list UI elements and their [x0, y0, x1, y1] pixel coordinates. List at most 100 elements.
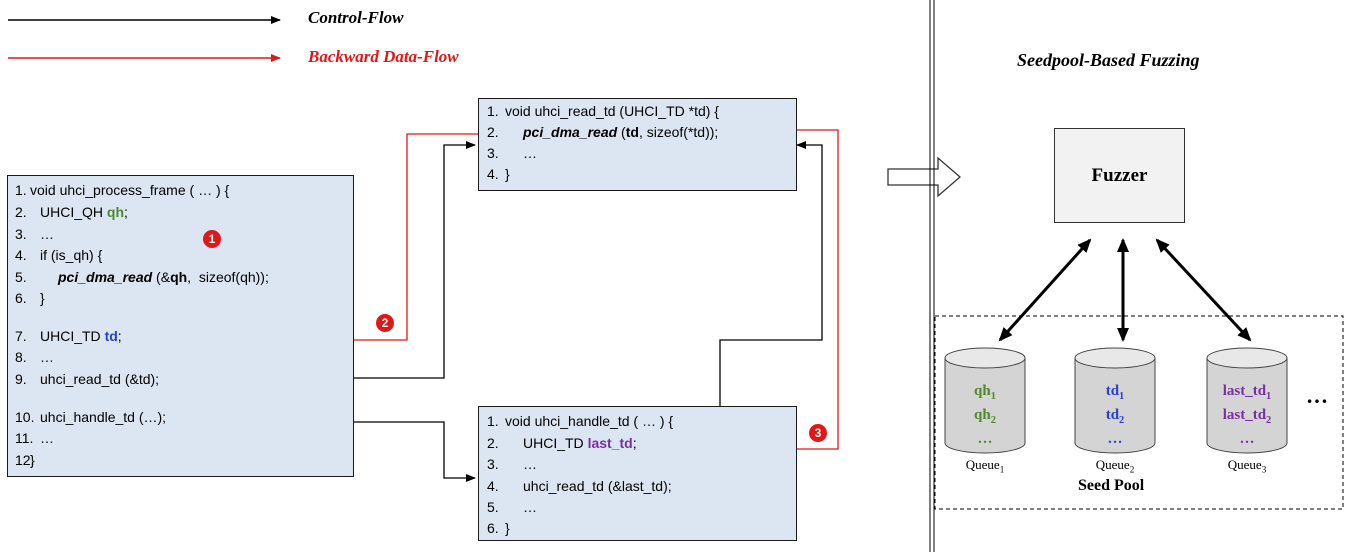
line-number: 3. — [487, 145, 499, 161]
code-token: ( — [617, 124, 626, 140]
code-text: } — [40, 290, 45, 306]
code-text: … — [523, 456, 537, 472]
code-text: pci_dma_read (td, sizeof(*td)); — [523, 124, 718, 140]
code-token: uhci_handle_td (…); — [40, 409, 167, 425]
code-token: } — [30, 452, 35, 468]
legend-data-flow-label: Backward Data-Flow — [308, 47, 459, 66]
code-token: … — [523, 499, 537, 515]
code-text: … — [40, 430, 54, 446]
code-text: … — [523, 145, 537, 161]
code-token: qh — [170, 269, 188, 285]
code-token: void uhci_handle_td ( … ) { — [505, 413, 674, 429]
line-number: 2. — [15, 204, 27, 220]
queue-3-label: Queue3 — [1227, 457, 1267, 475]
code-text: … — [523, 499, 537, 515]
seed-item: td1 — [1105, 383, 1125, 402]
control-flow-handle-to-read-td — [719, 141, 823, 490]
code-token: UHCI_QH — [40, 204, 107, 220]
code-box-process-frame: 1.void uhci_process_frame ( … ) {2. UHCI_… — [7, 175, 354, 477]
data-flow-badge-1: 1 — [203, 230, 221, 248]
line-number: 2. — [487, 435, 499, 451]
code-text: UHCI_TD td; — [40, 328, 122, 344]
seed-item: last_td2 — [1222, 407, 1272, 426]
queue-3-cylinder — [1206, 347, 1288, 454]
seed-ellipsis: … — [1239, 431, 1255, 447]
seed-pool-label: Seed Pool — [1078, 477, 1145, 494]
line-number: 7. — [15, 328, 27, 344]
data-flow-badge-3: 3 — [809, 424, 827, 442]
line-number: 6. — [15, 290, 27, 306]
code-token: uhci_read_td (&td); — [40, 371, 160, 387]
line-number: 3. — [15, 226, 27, 242]
seed-item: last_td1 — [1222, 383, 1272, 402]
code-token: td — [625, 124, 639, 140]
queue-1-seeds: qh1 qh2 … — [940, 382, 1030, 449]
code-text: uhci_read_td (&td); — [40, 371, 159, 387]
code-text: void uhci_handle_td ( … ) { — [505, 413, 673, 429]
code-token: UHCI_TD — [40, 328, 105, 344]
seed-item: qh2 — [974, 407, 996, 426]
code-text: uhci_handle_td (…); — [40, 409, 166, 425]
code-token: void uhci_process_frame ( … ) { — [30, 182, 230, 198]
queue-more-ellipsis: … — [1306, 383, 1328, 408]
code-token: } — [505, 166, 510, 182]
code-token: td — [104, 328, 118, 344]
code-token: … — [523, 456, 537, 472]
code-token: pci_dma_read — [58, 269, 153, 285]
line-number: 5. — [487, 499, 499, 515]
code-token: uhci_read_td (&last_td); — [523, 478, 672, 494]
code-box-read-td: 1. void uhci_read_td (UHCI_TD *td) { 2. pci… — [478, 98, 797, 191]
code-token: … — [523, 145, 537, 161]
code-token: } — [40, 290, 45, 306]
transition-hollow-arrow — [887, 156, 961, 198]
code-token: … — [40, 226, 54, 242]
code-text: } — [505, 166, 510, 182]
seed-pool-box — [934, 315, 1344, 510]
line-number: 2. — [487, 124, 499, 140]
line-number: 1. — [15, 182, 27, 198]
seedpool-title: Seedpool-Based Fuzzing — [1017, 50, 1200, 70]
line-number: 9. — [15, 371, 27, 387]
line-number: 5. — [15, 269, 27, 285]
code-token: (& — [152, 269, 171, 285]
line-number: 1. — [487, 103, 499, 119]
code-text: UHCI_QH qh; — [40, 204, 128, 220]
code-text: pci_dma_read (&qh, sizeof(qh)); — [58, 269, 269, 285]
seed-item: qh1 — [974, 383, 996, 402]
fuzzer-box: Fuzzer — [1054, 128, 1185, 223]
line-number: 3. — [487, 456, 499, 472]
code-token: … — [40, 349, 54, 365]
code-text: } — [505, 520, 510, 536]
fuzzer-label: Fuzzer — [1091, 164, 1148, 186]
code-text: UHCI_TD last_td; — [523, 435, 637, 451]
code-text: if (is_qh) { — [40, 247, 102, 263]
seed-item: td2 — [1105, 407, 1125, 426]
seed-ellipsis: … — [1107, 431, 1123, 447]
line-number: 1. — [487, 413, 499, 429]
line-number: 10. — [15, 409, 35, 425]
queue-2-seeds: td1 td2 … — [1070, 382, 1160, 449]
line-number: 11. — [15, 430, 34, 446]
line-number: 4. — [487, 478, 499, 494]
queue-1-cylinder — [944, 347, 1026, 454]
line-number: 4. — [15, 247, 27, 263]
code-token: ; — [117, 328, 122, 344]
seed-ellipsis: … — [977, 431, 993, 447]
code-token: } — [505, 520, 510, 536]
line-number: 6. — [487, 520, 499, 536]
code-text: … — [40, 349, 54, 365]
queue-2-label: Queue2 — [1095, 457, 1135, 475]
code-token: pci_dma_read — [523, 124, 618, 140]
queue-2-cylinder — [1074, 347, 1156, 454]
code-text: } — [30, 452, 35, 468]
code-token: ; — [632, 435, 637, 451]
legend-control-flow-label: Control-Flow — [308, 8, 404, 27]
code-token: … — [40, 430, 54, 446]
code-text: void uhci_read_td (UHCI_TD *td) { — [505, 103, 719, 119]
line-number: 12. — [15, 452, 35, 468]
queue-3-seeds: last_td1 last_td2 … — [1202, 382, 1292, 449]
code-text: uhci_read_td (&last_td); — [523, 478, 672, 494]
line-number: 4. — [487, 166, 499, 182]
